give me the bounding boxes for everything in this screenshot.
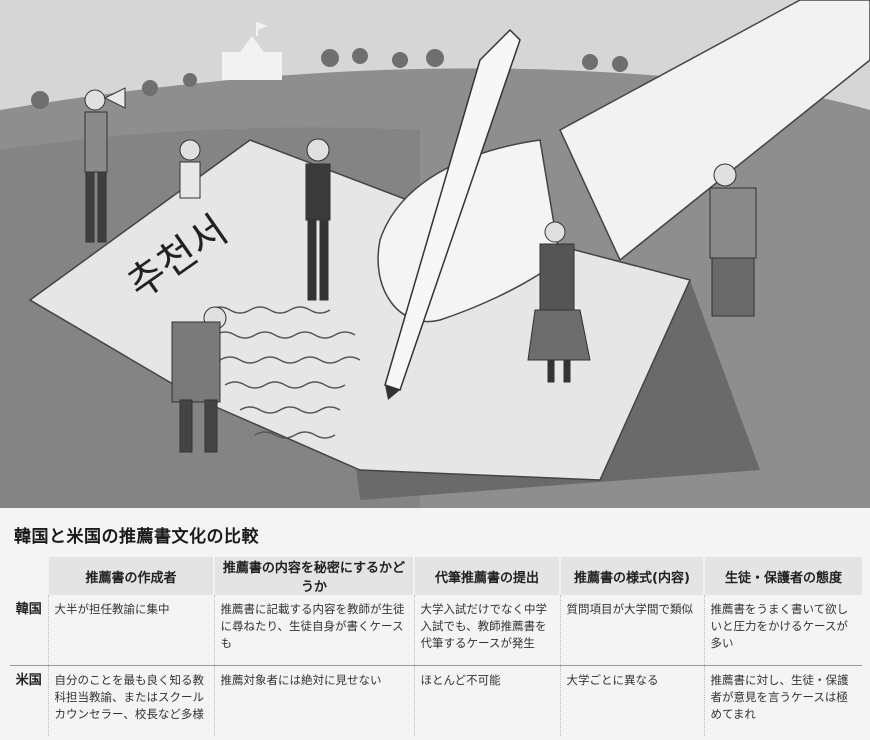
table-cell: 推薦書に記載する内容を教師が生徒に尋ねたり、生徒自身が書くケースも <box>214 595 415 666</box>
table-cell: 自分のことを最も良く知る教科担当教諭、またはスクールカウンセラー、校長など多様 <box>48 665 215 736</box>
table-cell: 推薦対象者には絶対に見せない <box>214 665 415 736</box>
table-header-corner <box>10 557 49 595</box>
row-country-label: 韓国 <box>10 595 49 666</box>
row-country-label: 米国 <box>10 665 49 736</box>
table-header-row: 推薦書の作成者 推薦書の内容を秘密にするかどうか 代筆推薦書の提出 推薦書の様式… <box>10 557 862 595</box>
table-row: 米国 自分のことを最も良く知る教科担当教諭、またはスクールカウンセラー、校長など… <box>10 665 862 736</box>
table-cell: 推薦書をうまく書いて欲しいと圧力をかけるケースが多い <box>704 595 862 666</box>
table-cell: 大学ごとに異なる <box>560 665 705 736</box>
table-cell: ほとんど不可能 <box>414 665 561 736</box>
illustration-scene: 추천서 <box>0 0 870 508</box>
table-header: 代筆推薦書の提出 <box>414 557 561 595</box>
table-header: 生徒・保護者の態度 <box>704 557 862 595</box>
table-cell: 推薦書に対し、生徒・保護者が意見を言うケースは極めてまれ <box>710 673 849 721</box>
table-cell: 大学入試だけでなく中学入試でも、教師推薦書を代筆するケースが発生 <box>414 595 561 666</box>
table-header: 推薦書の作成者 <box>48 557 215 595</box>
table-header: 推薦書の内容を秘密にするかどうか <box>214 557 415 595</box>
table-header: 推薦書の様式(内容) <box>560 557 705 595</box>
onlooker-figures <box>84 87 757 453</box>
table-cell: 大半が担任教諭に集中 <box>48 595 215 666</box>
table-row: 韓国 大半が担任教諭に集中 推薦書に記載する内容を教師が生徒に尋ねたり、生徒自身… <box>10 595 862 666</box>
comparison-title: 韓国と米国の推薦書文化の比較 <box>14 527 259 547</box>
giant-hand-with-pencil <box>377 0 870 400</box>
school-building <box>222 22 282 80</box>
comparison-table: 推薦書の作成者 推薦書の内容を秘密にするかどうか 代筆推薦書の提出 推薦書の様式… <box>10 557 862 736</box>
comparison-panel: 韓国と米国の推薦書文化の比較 推薦書の作成者 推薦書の内容を秘密にするかどうか … <box>0 508 870 740</box>
tree-row <box>31 48 628 109</box>
table-cell: 質問項目が大学間で類似 <box>560 595 705 666</box>
editorial-illustration: 추천서 <box>0 0 870 508</box>
